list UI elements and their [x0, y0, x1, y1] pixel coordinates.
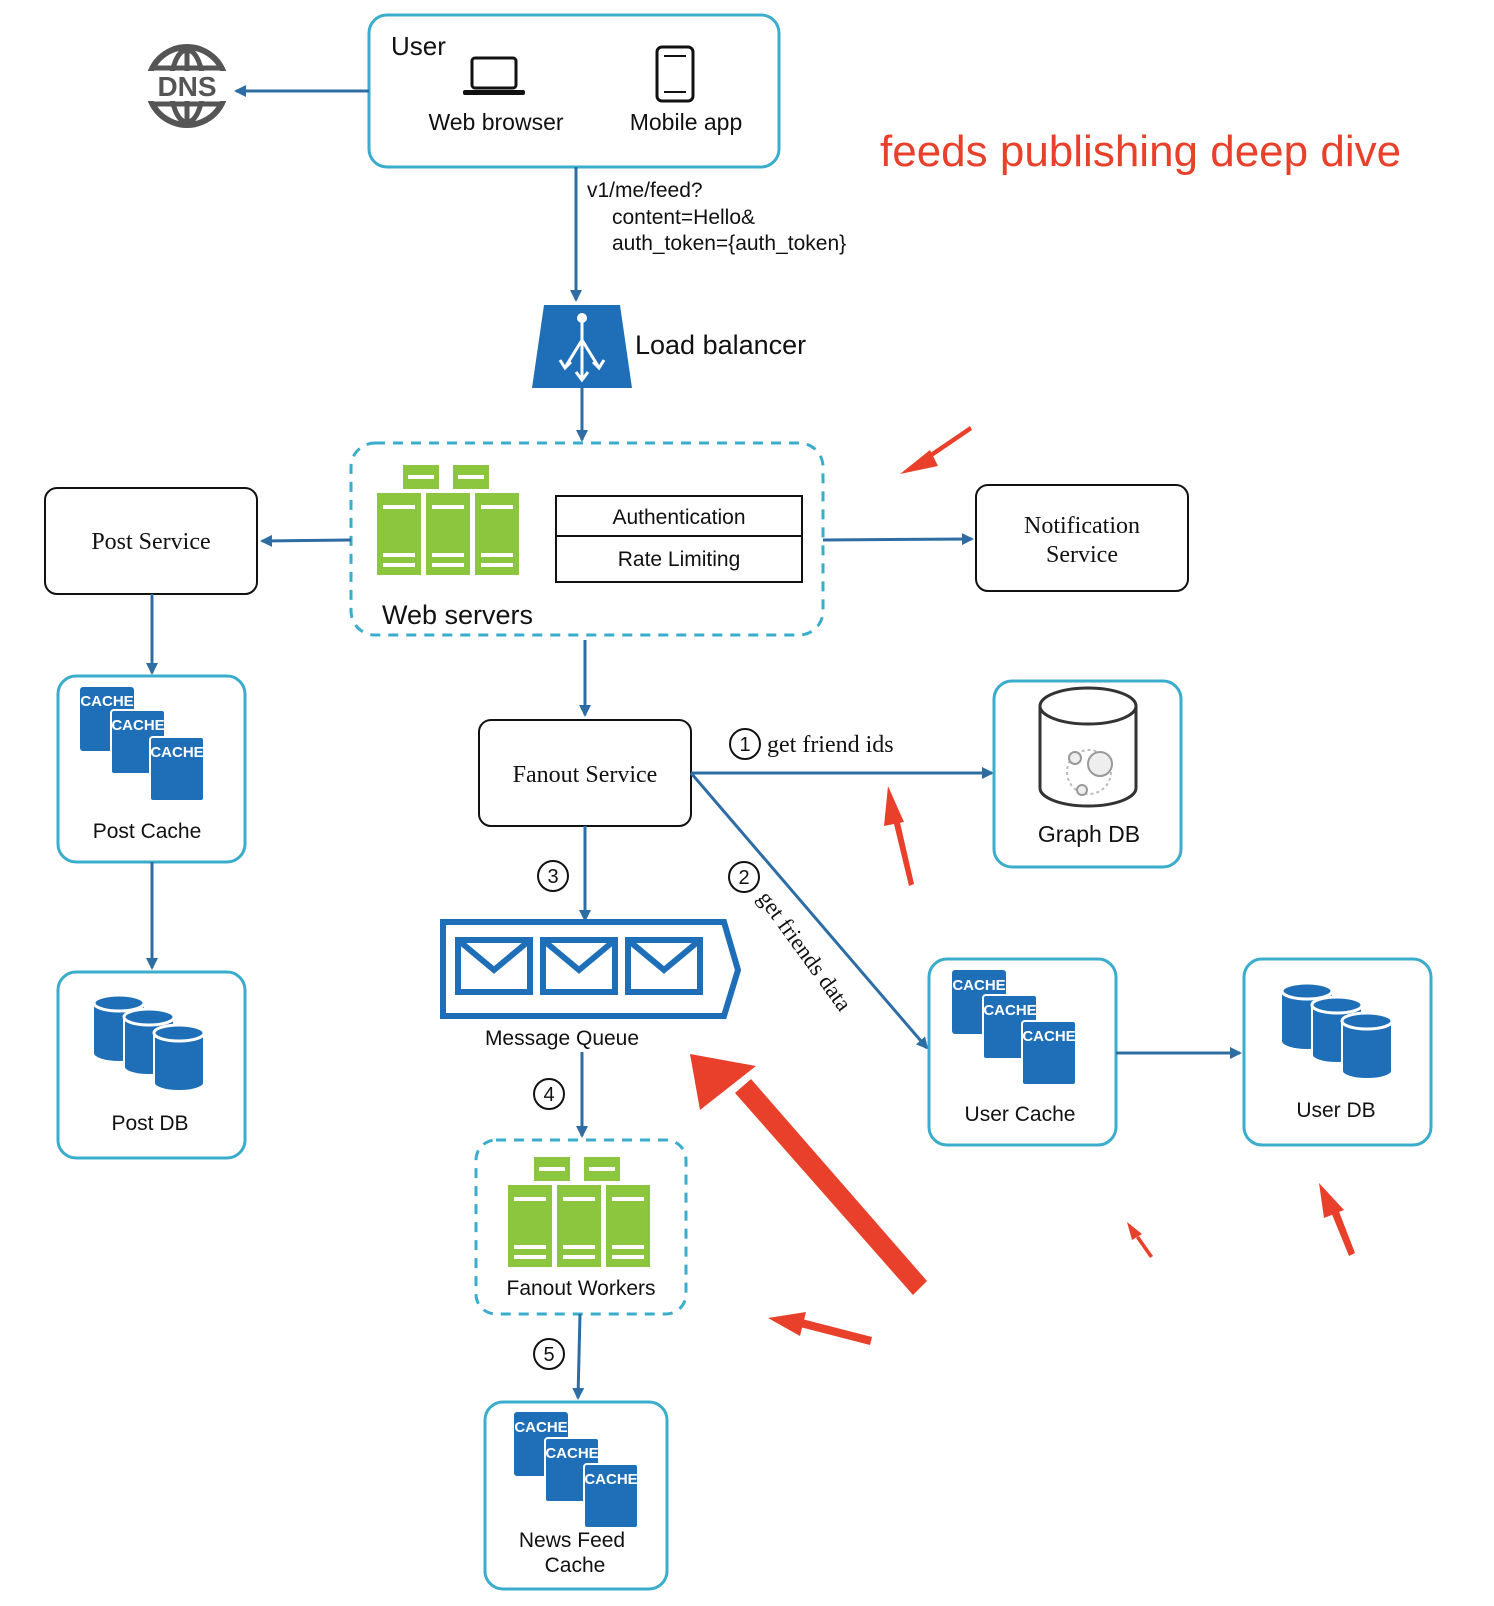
cache-icon-label: CACHE [111, 717, 164, 734]
cache-icon-label: CACHE [514, 1419, 567, 1436]
user-cache-label: User Cache [965, 1103, 1076, 1126]
post-service-label: Post Service [91, 529, 210, 555]
annotation-arrows [690, 426, 1355, 1345]
notification-service-box [975, 484, 1189, 592]
annotation-title: feeds publishing deep dive [880, 127, 1401, 176]
red-arrow-queue [690, 1054, 927, 1295]
web-servers-label: Web servers [382, 600, 533, 630]
message-queue-label: Message Queue [485, 1027, 639, 1050]
message-queue-icon [440, 919, 742, 1019]
news-feed-cache-line2: Cache [545, 1554, 606, 1577]
step-5-badge [533, 1338, 565, 1370]
red-arrow-step1 [884, 786, 914, 886]
post-db-label: Post DB [111, 1112, 188, 1135]
red-arrow-userdb [1319, 1183, 1355, 1256]
cache-icon-label: CACHE [952, 977, 1005, 994]
rate-limiting-label: Rate Limiting [618, 548, 741, 571]
graph-db-label: Graph DB [1038, 821, 1140, 847]
request-line2: content=Hello& [612, 206, 755, 229]
dns-label: DNS [157, 71, 216, 102]
notification-service-line1: Notification [1024, 513, 1140, 539]
red-arrow-webservers [900, 426, 972, 474]
step-3-badge [537, 860, 569, 892]
arrow-webservers-postservice [260, 534, 352, 547]
news-feed-cache-icon: CACHE CACHE CACHE [514, 1412, 639, 1529]
news-feed-cache-line1: News Feed [519, 1529, 625, 1552]
cache-icon-label: CACHE [80, 693, 133, 710]
red-arrow-usercache [1127, 1222, 1153, 1258]
post-cache-label: Post Cache [93, 820, 202, 843]
red-arrow-workers [768, 1312, 872, 1345]
cache-icon-label: CACHE [983, 1002, 1036, 1019]
step-2-badge [728, 861, 760, 893]
cache-icon-label: CACHE [545, 1445, 598, 1462]
user-label: User [391, 31, 446, 61]
phone-icon [655, 45, 695, 103]
rate-limiting-box [555, 535, 803, 583]
authentication-box [555, 495, 803, 537]
fanout-service-label: Fanout Service [513, 762, 658, 788]
user-db-label: User DB [1296, 1099, 1375, 1122]
step-1-number: 1 [739, 734, 750, 756]
cache-icon-label: CACHE [150, 744, 203, 761]
authentication-label: Authentication [612, 506, 745, 529]
user-cache-icon: CACHE CACHE CACHE [952, 970, 1077, 1086]
cache-icon-label: CACHE [1022, 1028, 1075, 1045]
dns-icon: DNS [143, 44, 231, 128]
fanout-workers-label: Fanout Workers [507, 1277, 656, 1300]
step-5-number: 5 [543, 1344, 554, 1366]
notification-service-line2: Service [1046, 542, 1118, 568]
step-1-label: get friend ids [767, 732, 894, 758]
mobile-app-label: Mobile app [630, 109, 743, 135]
request-line1: v1/me/feed? [587, 179, 703, 202]
arrow-workers-newsfeed [572, 1313, 585, 1400]
request-line3: auth_token={auth_token} [612, 232, 846, 255]
cache-icon-label: CACHE [584, 1471, 637, 1488]
graph-db-icon [1038, 686, 1138, 808]
laptop-icon [463, 56, 525, 95]
step-3-number: 3 [547, 866, 558, 888]
web-browser-label: Web browser [428, 109, 563, 135]
arrow-fanout-usercache [689, 772, 929, 1050]
step-4-badge [533, 1078, 565, 1110]
step-4-number: 4 [543, 1084, 554, 1106]
step-2-number: 2 [738, 867, 749, 889]
post-cache-icon: CACHE CACHE CACHE [80, 687, 205, 802]
step-1-badge [729, 728, 761, 760]
load-balancer-icon [532, 305, 632, 388]
load-balancer-label: Load balancer [635, 330, 806, 360]
arrow-webservers-notification [822, 533, 974, 546]
